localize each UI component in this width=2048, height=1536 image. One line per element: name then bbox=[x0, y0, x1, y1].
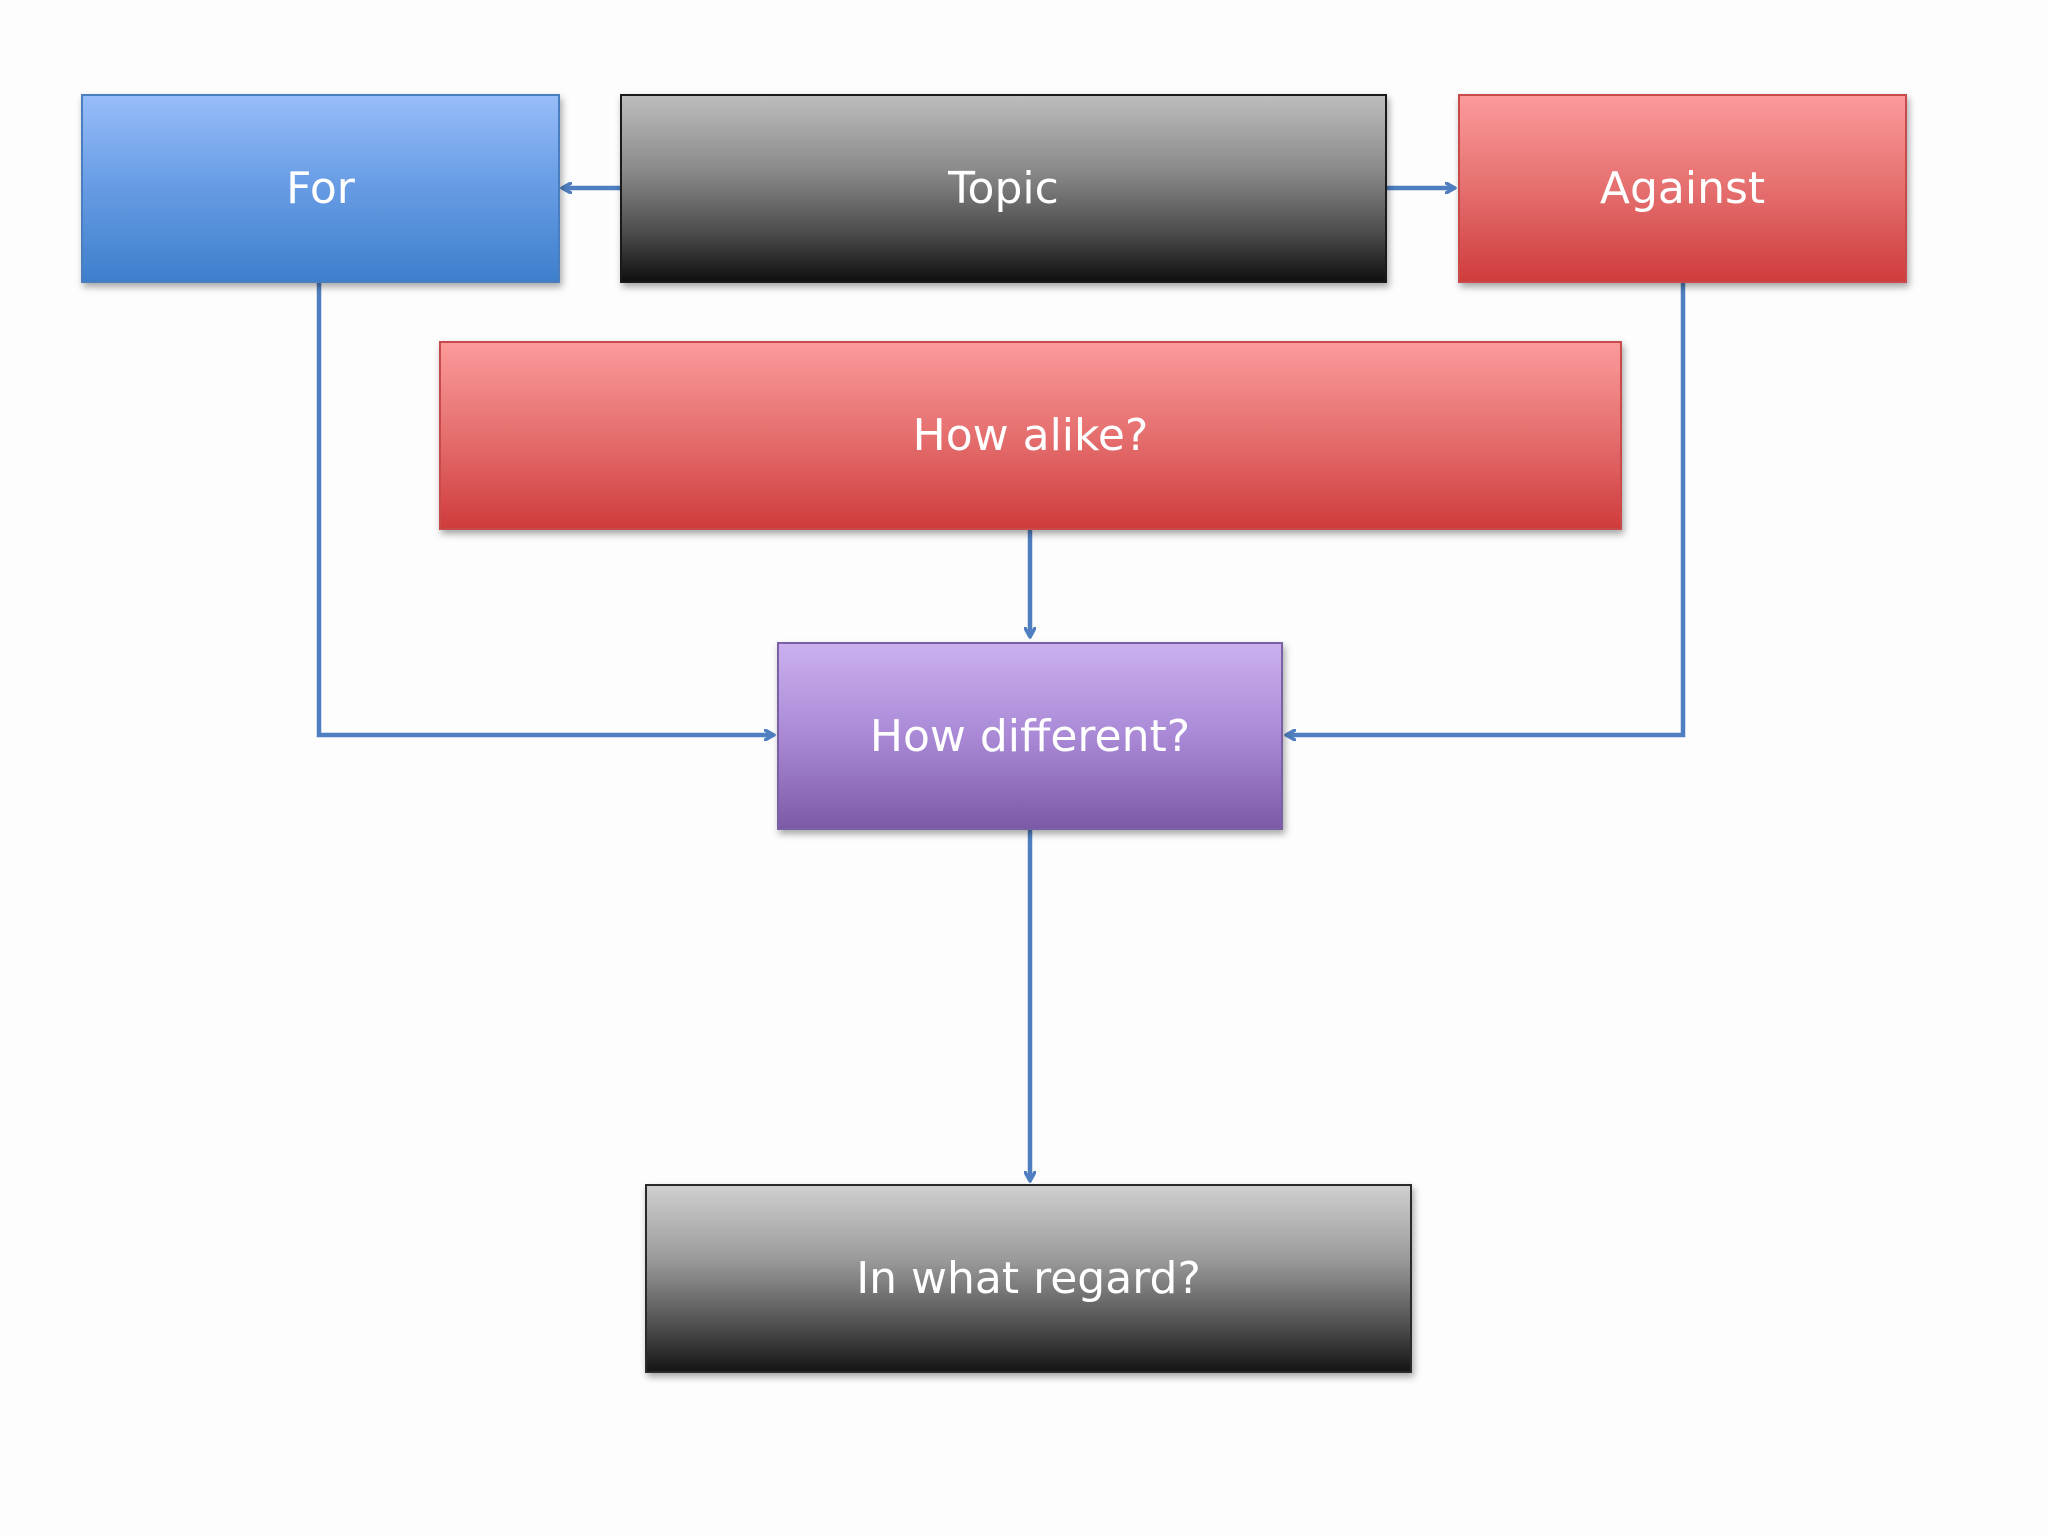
against-box: Against bbox=[1458, 94, 1907, 283]
topic-label: Topic bbox=[948, 163, 1059, 214]
in-what-regard-label: In what regard? bbox=[856, 1253, 1201, 1304]
arrow-for-to-how-different bbox=[316, 283, 773, 735]
for-box: For bbox=[81, 94, 560, 283]
how-different-box: How different? bbox=[777, 642, 1283, 830]
against-label: Against bbox=[1599, 163, 1766, 214]
for-label: For bbox=[286, 163, 355, 214]
how-alike-label: How alike? bbox=[912, 410, 1149, 461]
arrow-against-to-how-different bbox=[1287, 283, 1686, 735]
in-what-regard-box: In what regard? bbox=[645, 1184, 1412, 1373]
topic-box: Topic bbox=[620, 94, 1387, 283]
how-alike-box: How alike? bbox=[439, 341, 1622, 530]
how-different-label: How different? bbox=[869, 710, 1191, 762]
